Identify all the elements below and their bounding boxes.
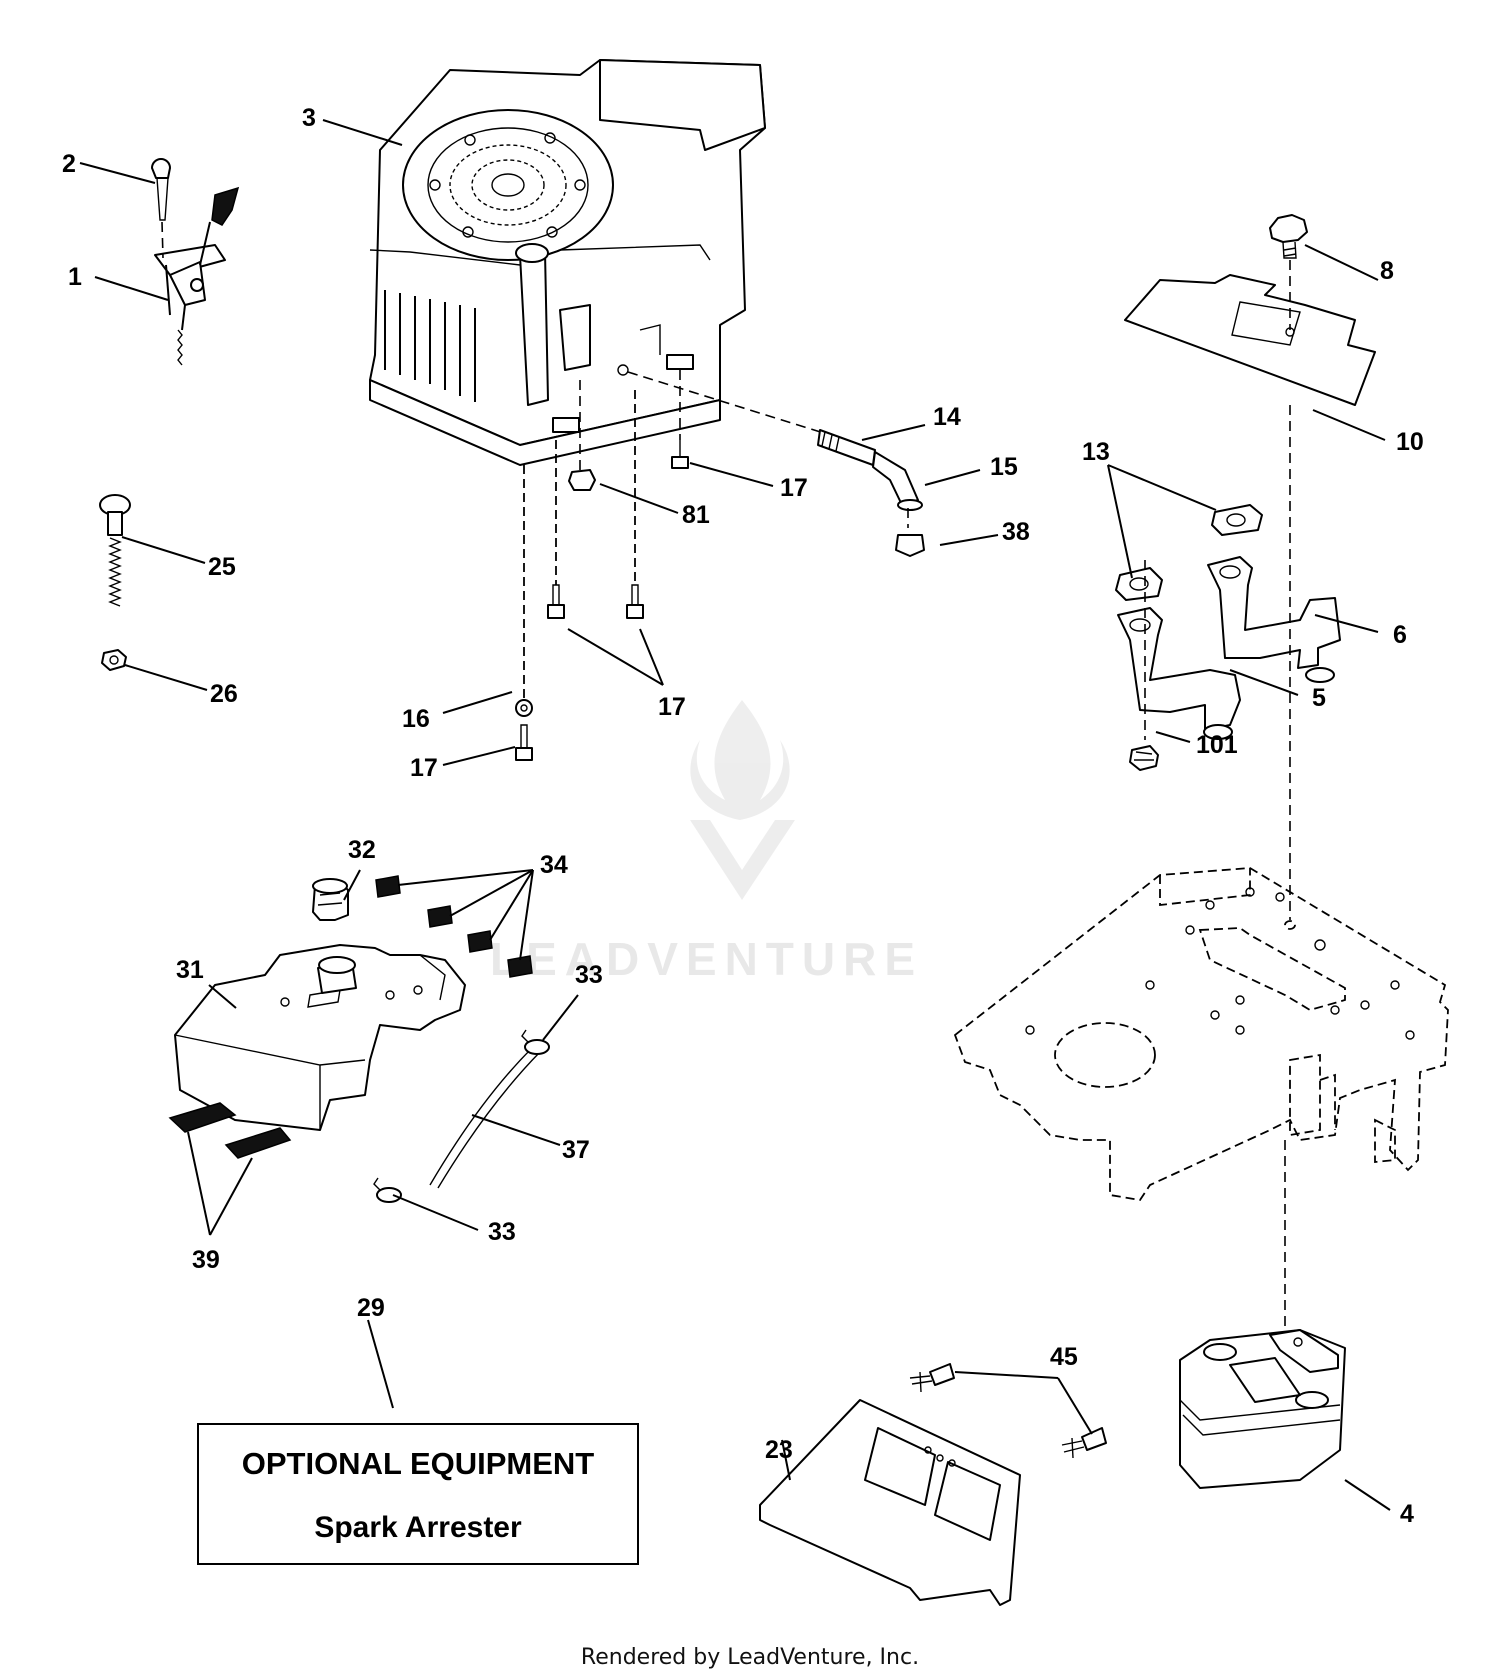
callout-38: 38 bbox=[1002, 518, 1030, 546]
callout-5: 5 bbox=[1312, 684, 1326, 712]
callout-1: 1 bbox=[68, 263, 82, 291]
optional-equipment-title: OPTIONAL EQUIPMENT bbox=[242, 1446, 595, 1481]
callout-33-a: 33 bbox=[575, 961, 603, 989]
callout-23: 23 bbox=[765, 1436, 793, 1464]
callout-39: 39 bbox=[192, 1246, 220, 1274]
callout-17-a: 17 bbox=[780, 474, 808, 502]
callout-15: 15 bbox=[990, 453, 1018, 481]
fuel-line-and-clamps bbox=[373, 1029, 550, 1203]
watermark-text: LEADVENTURE bbox=[490, 933, 923, 985]
muffler bbox=[1179, 1329, 1346, 1489]
throttle-control-lever bbox=[151, 158, 240, 366]
fuel-tank-assembly bbox=[168, 875, 533, 1159]
callout-14: 14 bbox=[933, 403, 961, 431]
choke-knob-and-nut bbox=[99, 494, 131, 671]
engine-mounting-hardware bbox=[515, 370, 689, 761]
callout-2: 2 bbox=[62, 150, 76, 178]
callout-16: 16 bbox=[402, 705, 430, 733]
watermark: LEADVENTURE bbox=[490, 700, 923, 985]
callout-17-b: 17 bbox=[658, 693, 686, 721]
callout-31: 31 bbox=[176, 956, 204, 984]
oil-drain-assembly bbox=[627, 371, 925, 557]
callout-17-c: 17 bbox=[410, 754, 438, 782]
callout-6: 6 bbox=[1393, 621, 1407, 649]
cooling-fins bbox=[384, 290, 476, 402]
callout-4: 4 bbox=[1400, 1500, 1414, 1528]
callout-33-b: 33 bbox=[488, 1218, 516, 1246]
callout-3: 3 bbox=[302, 104, 316, 132]
leader-lines bbox=[79, 119, 1391, 1511]
callout-45: 45 bbox=[1050, 1343, 1078, 1371]
callout-10: 10 bbox=[1396, 428, 1424, 456]
callout-29: 29 bbox=[357, 1294, 385, 1322]
render-credit: Rendered by LeadVenture, Inc. bbox=[581, 1645, 919, 1670]
callout-26: 26 bbox=[210, 680, 238, 708]
exhaust-pipes bbox=[1115, 504, 1341, 771]
callout-25: 25 bbox=[208, 553, 236, 581]
callout-numbers: 2 1 3 8 10 13 14 15 38 17 81 17 16 17 6 … bbox=[62, 104, 1424, 1528]
optional-equipment-subtitle: Spark Arrester bbox=[314, 1511, 522, 1544]
engine bbox=[369, 59, 766, 466]
heat-shield bbox=[1124, 214, 1376, 406]
tractor-frame bbox=[953, 405, 1449, 1330]
optional-equipment-box: OPTIONAL EQUIPMENT Spark Arrester bbox=[197, 1423, 639, 1565]
callout-34: 34 bbox=[540, 851, 568, 879]
callout-101: 101 bbox=[1196, 731, 1238, 759]
callout-37: 37 bbox=[562, 1136, 590, 1164]
spark-arrester-shield bbox=[759, 1363, 1107, 1606]
callout-32: 32 bbox=[348, 836, 376, 864]
callout-13: 13 bbox=[1082, 438, 1110, 466]
callout-8: 8 bbox=[1380, 257, 1394, 285]
callout-81: 81 bbox=[682, 501, 710, 529]
